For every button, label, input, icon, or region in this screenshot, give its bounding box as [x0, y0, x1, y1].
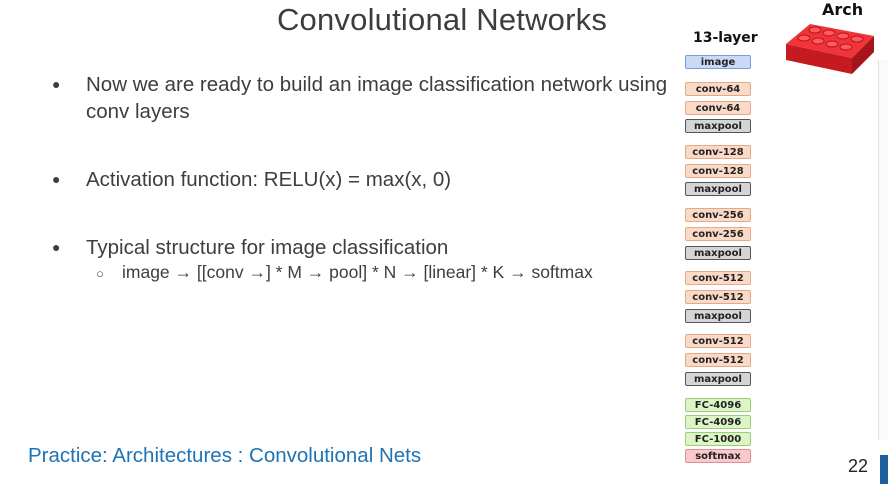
subbullet: ○ image → [[conv →] * M → pool] * N → [li… [96, 262, 593, 283]
arch-label: Arch [822, 0, 864, 19]
bullet-text: Typical structure for image classificati… [86, 236, 449, 259]
layer-conv: conv-64 [685, 82, 751, 96]
layer-conv: conv-512 [685, 334, 751, 348]
subbullet-text: image → [[conv →] * M → pool] * N → [lin… [122, 262, 593, 282]
layer-pool: maxpool [685, 309, 751, 323]
adjacent-slide-accent [880, 455, 888, 484]
lego-brick-icon [786, 24, 874, 74]
bullet-dot: ● [52, 171, 61, 187]
page-number: 22 [848, 456, 869, 476]
layer-pool: maxpool [685, 372, 751, 386]
layer-fc: FC-4096 [685, 398, 751, 412]
layer-input: image [685, 55, 751, 69]
layer-pool: maxpool [685, 119, 751, 133]
footer-link[interactable]: Practice: Architectures : Convolutional … [28, 444, 422, 467]
layer-fc: FC-1000 [685, 432, 751, 446]
layer-conv: conv-512 [685, 290, 751, 304]
bullet-text: Now we are ready to build an image class… [86, 73, 668, 123]
slide-title: Convolutional Networks [276, 2, 608, 37]
layer-pool: maxpool [685, 182, 751, 196]
layer-conv: conv-512 [685, 271, 751, 285]
layer-conv: conv-256 [685, 227, 751, 241]
adjacent-slide-edge [878, 60, 888, 440]
layer-pool: maxpool [685, 246, 751, 260]
bullet-dot: ● [52, 76, 61, 92]
layer-conv: conv-256 [685, 208, 751, 222]
layer-fc: FC-4096 [685, 415, 751, 429]
layer-conv: conv-128 [685, 164, 751, 178]
bullet-dot: ● [52, 239, 61, 255]
layer-conv: conv-64 [685, 101, 751, 115]
network-title: 13-layer [693, 30, 758, 46]
layer-conv: conv-128 [685, 145, 751, 159]
layer-conv: conv-512 [685, 353, 751, 367]
subbullet-circle: ○ [96, 266, 104, 281]
bullet-text: Activation function: RELU(x) = max(x, 0) [86, 168, 452, 191]
layer-softmax: softmax [685, 449, 751, 463]
